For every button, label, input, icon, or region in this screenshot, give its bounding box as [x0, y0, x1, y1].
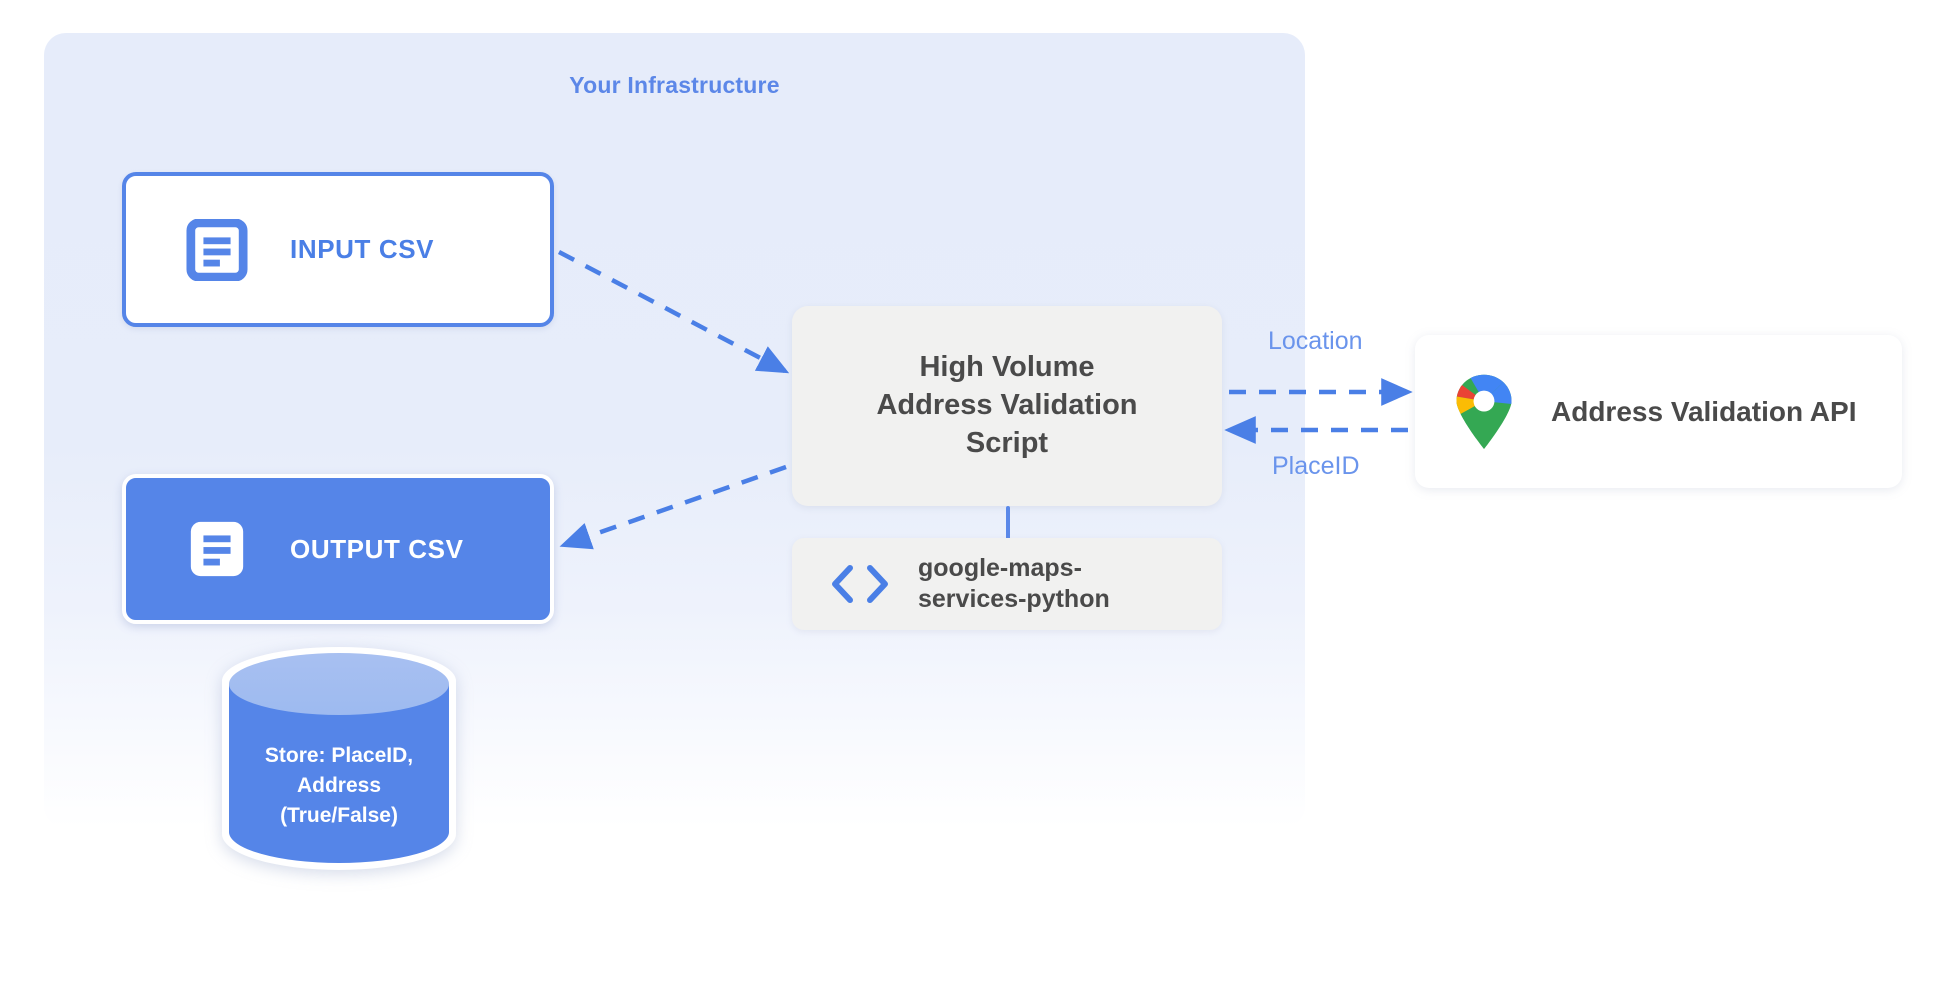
api-label: Address Validation API [1551, 395, 1857, 427]
script-line-3: Script [965, 426, 1049, 459]
document-icon [186, 218, 248, 281]
code-brackets-icon [832, 565, 888, 603]
script-line-2: Address Validation [876, 389, 1138, 422]
google-maps-pin-icon [1456, 374, 1512, 449]
page-title: Your Infrastructure [569, 72, 780, 98]
input-csv-label: INPUT CSV [290, 234, 435, 264]
input-csv-node[interactable]: INPUT CSV [122, 172, 554, 327]
database-cylinder-icon [222, 647, 456, 870]
address-validation-api-node[interactable]: Address Validation API [1415, 335, 1902, 488]
script-label: High Volume Address Validation Script [792, 349, 1222, 462]
output-csv-label: OUTPUT CSV [290, 533, 464, 564]
output-csv-node[interactable]: OUTPUT CSV [122, 474, 554, 624]
script-line-1: High Volume [919, 351, 1095, 384]
library-line-1: google-maps- [918, 553, 1082, 582]
edge-label-placeid: PlaceID [1272, 452, 1360, 480]
library-line-2: services-python [918, 585, 1110, 613]
edge-label-location: Location [1268, 327, 1363, 355]
database-node[interactable]: Store: PlaceID, Address (True/False) [218, 645, 460, 870]
edge-script-to-library [1006, 506, 1010, 540]
library-label: google-maps- services-python [918, 553, 1110, 616]
library-node[interactable]: google-maps- services-python [792, 538, 1222, 630]
script-node[interactable]: High Volume Address Validation Script [792, 306, 1222, 506]
document-icon [190, 521, 244, 577]
